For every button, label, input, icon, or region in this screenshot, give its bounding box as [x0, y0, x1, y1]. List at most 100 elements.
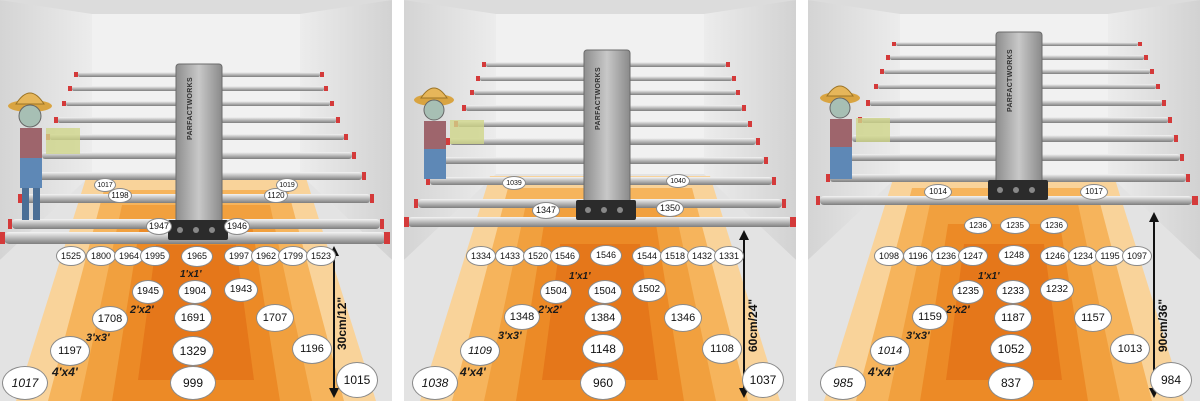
hanging-height-label: 60cm/24" — [746, 298, 760, 352]
reading-bubble: 1384 — [584, 304, 622, 332]
area-label-1x1: 1'x1' — [569, 271, 591, 282]
reading-bubble: 1350 — [656, 200, 684, 217]
hanging-height-label: 30cm/12" — [335, 296, 349, 350]
brand-logo: PARFACTWORKS — [187, 77, 194, 140]
reading-bubble: 1052 — [990, 334, 1032, 364]
area-label-1x1: 1'x1' — [180, 269, 202, 280]
area-label-3x3: 3'x3' — [906, 330, 930, 342]
reading-bubble: 1098 — [874, 246, 904, 266]
reading-bubble: 1019 — [276, 178, 298, 192]
reading-bubble: 1945 — [132, 280, 164, 304]
reading-bubble: 1502 — [632, 278, 666, 302]
reading-bubble: 1708 — [92, 306, 128, 332]
farmer-mascot — [820, 85, 890, 179]
area-label-2x2: 2'x2' — [946, 304, 970, 316]
reading-bubble: 1504 — [588, 280, 622, 304]
reading-bubble: 1346 — [664, 304, 702, 332]
reading-bubble: 1329 — [172, 336, 214, 366]
reading-bubble: 1331 — [714, 246, 744, 266]
brand-logo: PARFACTWORKS — [595, 67, 602, 130]
driver-housing — [988, 31, 1048, 200]
reading-bubble: 1347 — [532, 202, 560, 219]
reading-bubble: 1962 — [251, 246, 281, 266]
reading-bubble: 999 — [170, 366, 216, 400]
reading-bubble: 1504 — [540, 280, 572, 304]
reading-bubble: 960 — [580, 366, 626, 400]
reading-bubble: 1040 — [666, 174, 690, 188]
reading-bubble: 1235 — [1000, 217, 1030, 234]
reading-bubble: 1187 — [994, 304, 1032, 332]
reading-bubble: 1947 — [146, 218, 172, 235]
reading-bubble: 1943 — [224, 278, 258, 302]
reading-bubble: 1196 — [903, 246, 933, 266]
reading-bubble: 1159 — [912, 304, 948, 330]
reading-bubble: 1904 — [178, 280, 212, 304]
reading-bubble: 1247 — [958, 246, 988, 266]
driver-housing — [576, 49, 636, 220]
reading-bubble: 1523 — [306, 246, 336, 266]
area-label-2x2: 2'x2' — [538, 304, 562, 316]
reading-bubble: 1348 — [504, 304, 540, 330]
reading-bubble: 1015 — [336, 362, 378, 398]
reading-bubble: 1236 — [964, 217, 992, 234]
reading-bubble: 1546 — [590, 245, 622, 266]
reading-bubble: 1525 — [56, 246, 86, 266]
reading-bubble: 1097 — [1122, 246, 1152, 266]
reading-bubble: 1433 — [495, 246, 525, 266]
reading-bubble: 1334 — [466, 246, 496, 266]
reading-bubble: 1248 — [998, 245, 1030, 266]
reading-bubble: 1235 — [952, 280, 984, 304]
reading-bubble: 1017 — [94, 178, 116, 192]
ppfd-panel-90cm: PARFACTWORKS 1014 1017 1236 1235 1236 10… — [808, 0, 1200, 401]
area-label-4x4: 4'x4' — [460, 365, 486, 379]
reading-bubble: 1148 — [582, 334, 624, 364]
reading-bubble: 1965 — [181, 246, 213, 267]
reading-bubble: 1195 — [1095, 246, 1125, 266]
reading-bubble: 1017 — [2, 366, 48, 400]
reading-bubble: 1946 — [224, 218, 250, 235]
reading-bubble: 1157 — [1074, 304, 1112, 332]
reading-bubble: 1995 — [140, 246, 170, 266]
ppfd-panel-60cm: PARFACTWORKS 1039 1040 1347 1350 1334 14… — [404, 0, 796, 401]
reading-bubble: 1039 — [502, 176, 526, 190]
reading-bubble: 1196 — [292, 334, 332, 364]
area-label-4x4: 4'x4' — [868, 365, 894, 379]
reading-bubble: 837 — [988, 366, 1034, 400]
reading-bubble: 1997 — [224, 246, 254, 266]
reading-bubble: 1014 — [870, 336, 910, 366]
farmer-mascot — [414, 87, 484, 179]
reading-bubble: 1518 — [660, 246, 690, 266]
reading-bubble: 1799 — [278, 246, 308, 266]
reading-bubble: 1964 — [114, 246, 144, 266]
reading-bubble: 1120 — [264, 188, 288, 203]
reading-bubble: 1017 — [1080, 184, 1108, 200]
reading-bubble: 1707 — [256, 304, 294, 332]
area-label-4x4: 4'x4' — [52, 365, 78, 379]
reading-bubble: 1013 — [1110, 334, 1150, 364]
reading-bubble: 1014 — [924, 184, 952, 200]
driver-housing — [168, 63, 228, 240]
reading-bubble: 1038 — [412, 366, 458, 400]
farmer-mascot — [8, 92, 80, 220]
reading-bubble: 1236 — [931, 246, 961, 266]
reading-bubble: 1520 — [523, 246, 553, 266]
reading-bubble: 985 — [820, 366, 866, 400]
reading-bubble: 1109 — [460, 336, 500, 366]
hanging-height-label: 90cm/36" — [1156, 298, 1170, 352]
area-label-3x3: 3'x3' — [86, 332, 110, 344]
reading-bubble: 984 — [1150, 362, 1192, 398]
ppfd-panel-30cm: PARFACTWORKS 1017 1198 1120 1019 1947 19… — [0, 0, 392, 401]
reading-bubble: 1234 — [1068, 246, 1098, 266]
reading-bubble: 1691 — [174, 304, 212, 332]
area-label-3x3: 3'x3' — [498, 330, 522, 342]
reading-bubble: 1432 — [687, 246, 717, 266]
reading-bubble: 1198 — [108, 188, 132, 203]
reading-bubble: 1544 — [632, 246, 662, 266]
brand-logo: PARFACTWORKS — [1007, 49, 1014, 112]
reading-bubble: 1037 — [742, 362, 784, 398]
reading-bubble: 1233 — [996, 280, 1030, 304]
area-label-1x1: 1'x1' — [978, 271, 1000, 282]
reading-bubble: 1232 — [1040, 278, 1074, 302]
reading-bubble: 1800 — [86, 246, 116, 266]
reading-bubble: 1546 — [550, 246, 580, 266]
